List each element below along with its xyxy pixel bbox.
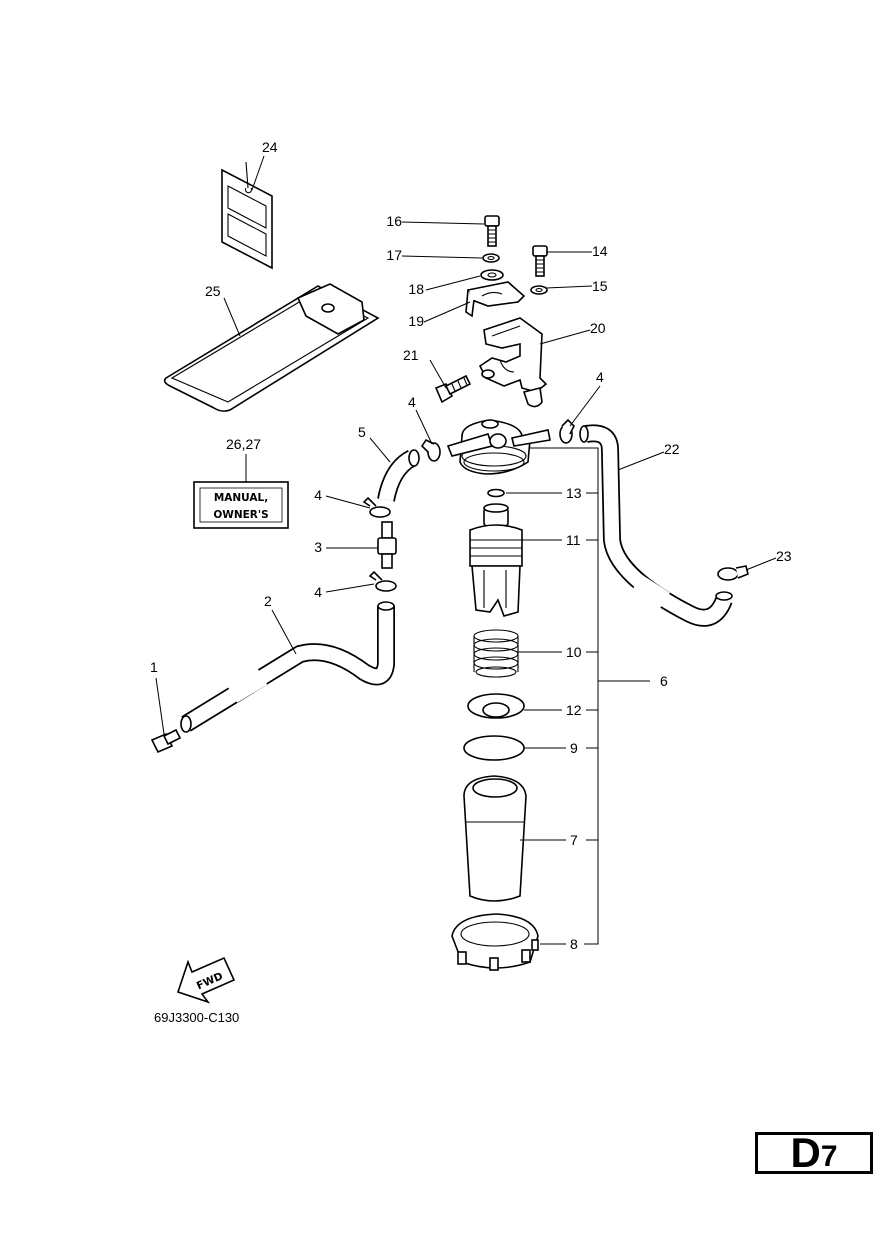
manual-label-line2: OWNER'S (213, 509, 268, 521)
callout-22: 22 (664, 441, 680, 457)
callout-4-filter-right: 4 (596, 369, 604, 385)
callout-25: 25 (205, 283, 221, 299)
part-13-o-ring (487, 488, 505, 498)
fwd-arrow-icon: FWD (176, 956, 236, 1004)
callout-13: 13 (566, 485, 582, 501)
part-24-decal-sheet (221, 161, 273, 270)
callout-1: 1 (150, 659, 158, 675)
callout-10: 10 (566, 644, 582, 660)
callout-20: 20 (590, 320, 606, 336)
part-2-fuel-hose (180, 601, 395, 733)
part-17-washer (482, 253, 500, 263)
part-5-hose (377, 449, 420, 502)
part-21-bolt (434, 374, 472, 404)
callout-11: 11 (566, 532, 581, 548)
part-26-27-owners-manual (193, 481, 289, 529)
callout-7: 7 (570, 832, 578, 848)
part-25-manual-pouch (163, 283, 380, 412)
callout-6: 6 (660, 673, 668, 689)
page-marker-letter: D (790, 1129, 821, 1176)
callout-8: 8 (570, 936, 578, 952)
callout-5: 5 (358, 424, 366, 440)
callout-24: 24 (262, 139, 278, 155)
part-14-bolt (532, 245, 548, 277)
page-marker: D 7 (755, 1132, 873, 1174)
callout-4-upper: 4 (314, 487, 322, 503)
manual-label-line1: MANUAL, (214, 492, 268, 504)
callout-9: 9 (570, 740, 578, 756)
callout-15: 15 (592, 278, 608, 294)
part-4-clamp-lower (368, 570, 397, 592)
callout-3: 3 (314, 539, 322, 555)
part-9-o-ring (463, 735, 525, 761)
part-4-clamp-right-head (559, 418, 575, 444)
callout-12: 12 (566, 702, 582, 718)
part-12-seal (467, 693, 525, 719)
part-19-bracket (465, 281, 526, 318)
leader-lines (155, 155, 777, 945)
callout-4-lower: 4 (314, 584, 322, 600)
part-4-clamp-left-head (420, 438, 441, 462)
part-4-clamp-upper (362, 496, 391, 518)
callout-21: 21 (403, 347, 419, 363)
page-marker-number: 7 (820, 1140, 838, 1173)
diagram-code: 69J3300-C130 (154, 1010, 239, 1025)
part-18-grommet (480, 269, 504, 281)
callout-labels: 24 25 26,27 16 17 18 19 21 4 5 4 3 4 2 1… (150, 139, 792, 952)
callout-14: 14 (592, 243, 608, 259)
callout-2: 2 (264, 593, 272, 609)
callout-16: 16 (386, 213, 402, 229)
part-22-fuel-hose (579, 424, 733, 627)
part-11-filter-element (469, 503, 523, 617)
part-8-cup-nut (451, 913, 539, 971)
part-16-bolt (484, 215, 500, 247)
part-23-clamp (717, 565, 749, 581)
callout-4-filter-left: 4 (408, 394, 416, 410)
callout-18: 18 (408, 281, 424, 297)
callout-23: 23 (776, 548, 792, 564)
part-1-fuel-connector (150, 728, 182, 754)
fuel-filter-head (446, 419, 551, 475)
part-15-washer (530, 285, 548, 295)
callout-26-27: 26,27 (226, 436, 261, 452)
part-7-filter-cup (463, 775, 527, 902)
callout-17: 17 (386, 247, 402, 263)
part-10-spring (473, 629, 519, 678)
callout-19: 19 (408, 313, 424, 329)
part-3-joint (377, 521, 397, 569)
part-20-filter-bracket (478, 317, 548, 408)
